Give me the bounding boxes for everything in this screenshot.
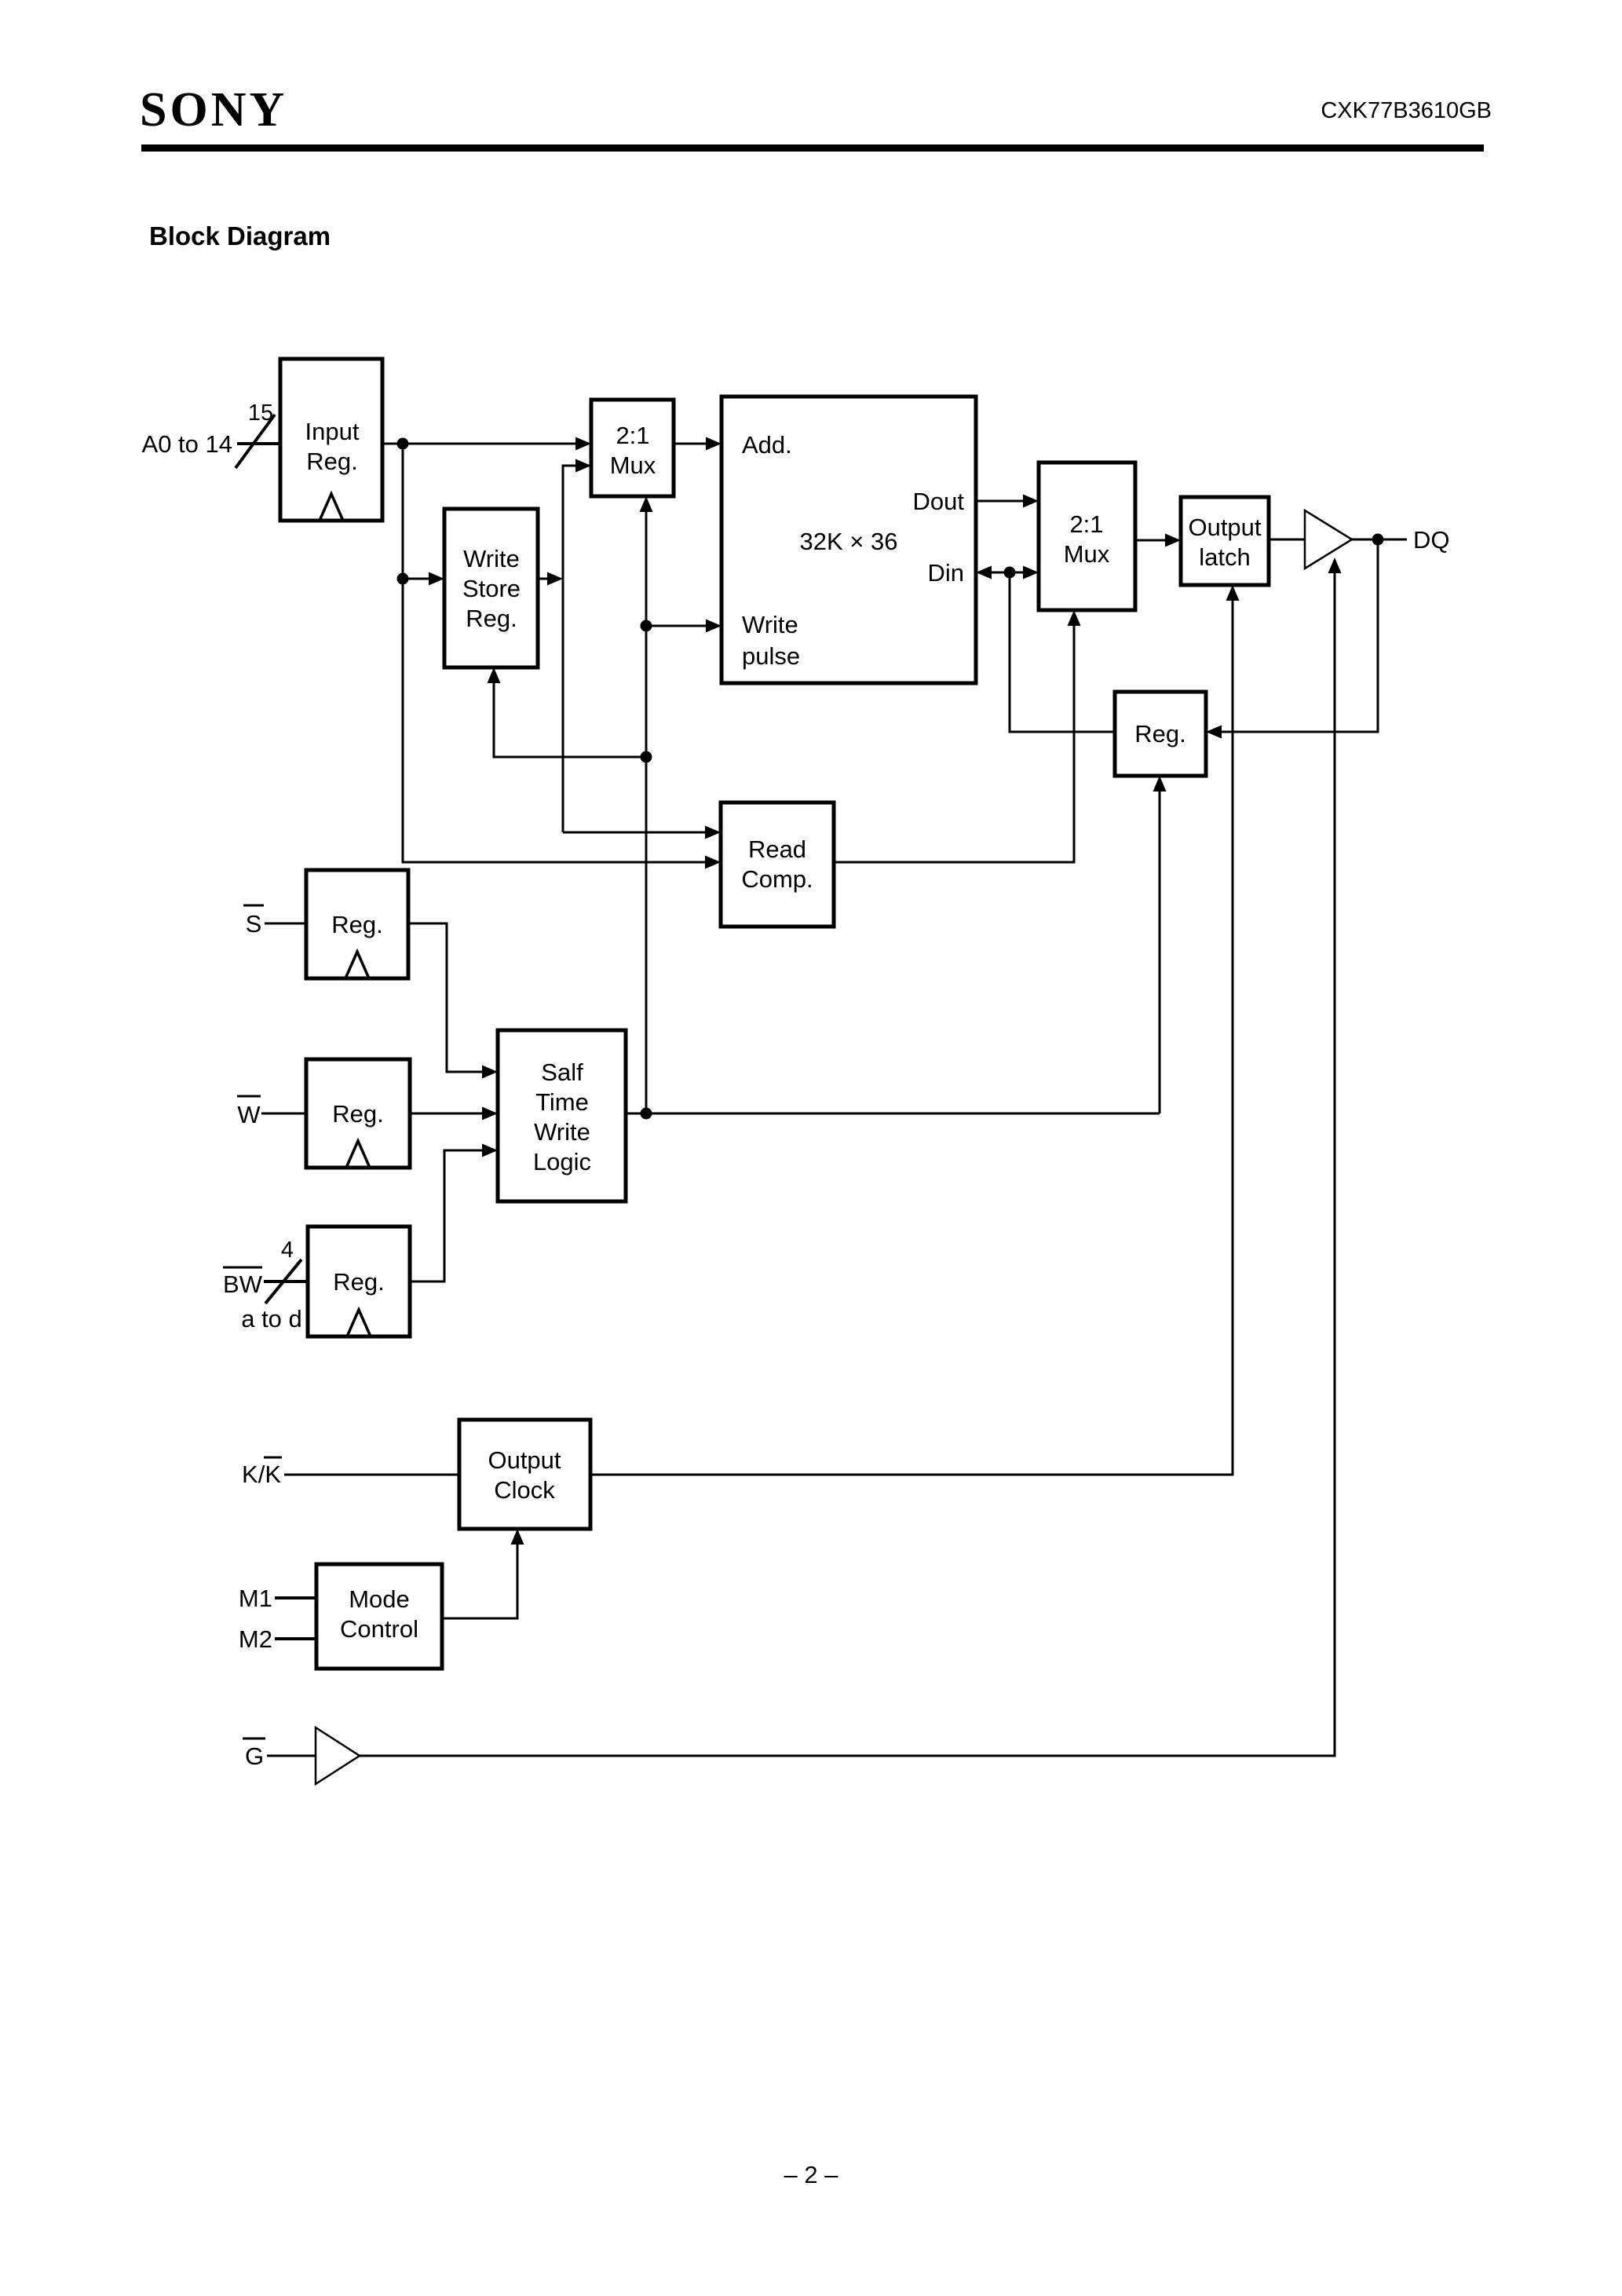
block-label: Output	[488, 1446, 561, 1474]
block-label: Output	[1188, 514, 1261, 541]
clock-wedge-icon	[344, 948, 371, 979]
block-label: Clock	[494, 1476, 555, 1504]
block-label: Comp.	[741, 865, 813, 893]
block-bw-reg: Reg.	[305, 1224, 412, 1339]
pin-m1: M1	[239, 1585, 272, 1612]
block-label: Reg.	[466, 605, 517, 632]
page-title: Block Diagram	[149, 221, 331, 250]
page-footer: – 2 –	[784, 2161, 839, 2188]
block-w-reg: Reg.	[304, 1057, 412, 1170]
block-reg-feedback: Reg.	[1112, 689, 1208, 778]
block-label: Reg.	[331, 911, 382, 938]
block-label: Mux	[1064, 540, 1110, 568]
pin-g: G	[245, 1742, 264, 1770]
block-label: Write	[463, 545, 520, 572]
block-input-reg: Input Reg.	[278, 356, 385, 523]
block-label: Reg.	[333, 1268, 384, 1296]
wire-readcomp-to-mux	[834, 626, 1076, 864]
pin-labels: A0 to 14 15 S W BW 4 a to d K/K M1 M2 G …	[142, 400, 1450, 1770]
header-rule	[141, 144, 1484, 152]
clock-wedge-icon	[345, 1137, 371, 1168]
bus-slash-address	[234, 413, 276, 470]
memory-capacity: 32K × 36	[800, 528, 898, 555]
diagram-wires	[234, 413, 1407, 1757]
block-label: Time	[535, 1088, 589, 1116]
block-label: Mux	[610, 452, 656, 479]
block-self-time-write-logic: Salf Time Write Logic	[495, 1028, 628, 1204]
part-number: CXK77B3610GB	[1321, 98, 1492, 123]
port-din: Din	[927, 559, 964, 587]
block-label: latch	[1199, 543, 1250, 571]
block-label: Input	[305, 418, 360, 445]
port-add: Add.	[742, 431, 792, 459]
port-write-pulse: pulse	[742, 642, 800, 670]
bus-width-bw: 4	[281, 1238, 294, 1263]
block-label: Reg.	[306, 448, 357, 475]
block-s-reg: Reg.	[304, 868, 411, 981]
block-label: Reg.	[1134, 720, 1185, 748]
clock-wedge-icon	[345, 1306, 372, 1337]
block-mux-data: 2:1 Mux	[1036, 460, 1138, 612]
block-label: Read	[748, 835, 806, 863]
bus-slash-bw	[264, 1258, 303, 1305]
wire-modectrl-to-outputclock	[442, 1545, 519, 1620]
block-label: Salf	[541, 1058, 583, 1086]
clock-wedge-icon	[318, 490, 345, 521]
junction-dots	[396, 437, 1384, 1120]
pin-clock: K/K	[242, 1461, 281, 1488]
port-dout: Dout	[913, 488, 965, 515]
block-label: Logic	[533, 1148, 591, 1175]
output-buffer	[1303, 508, 1354, 571]
block-mode-control: Mode Control	[314, 1562, 444, 1671]
port-write-pulse: Write	[742, 611, 798, 638]
pin-dq: DQ	[1413, 526, 1450, 554]
g-buffer-icon	[314, 1725, 362, 1786]
wire-bwreg-to-stwl	[410, 1149, 482, 1283]
block-label: Write	[534, 1118, 590, 1146]
wire-dq-feedback	[1222, 539, 1379, 733]
block-label: Mode	[349, 1585, 410, 1613]
wire-writestore-clock	[492, 683, 646, 759]
block-mux-addr: 2:1 Mux	[589, 397, 676, 499]
sony-logo: SONY	[140, 83, 287, 137]
page-header: SONY CXK77B3610GB Block Diagram	[140, 83, 1492, 250]
bus-width-address: 15	[248, 400, 273, 426]
pin-bw: BW	[223, 1270, 263, 1298]
g-input-buffer	[314, 1725, 362, 1786]
pin-address: A0 to 14	[142, 430, 232, 458]
block-read-comp: Read Comp.	[718, 800, 836, 929]
block-label: Store	[462, 575, 521, 602]
block-write-store-reg: Write Store Reg.	[442, 506, 540, 670]
arrowheads	[429, 437, 1342, 1545]
page-number: – 2 –	[784, 2161, 839, 2188]
block-label: 2:1	[1069, 510, 1103, 538]
output-buffer-icon	[1303, 508, 1354, 571]
wire-writestore-to-mux	[561, 464, 575, 832]
wire-g-enable	[360, 573, 1336, 1757]
wire-outputclock-to-latch	[590, 601, 1234, 1476]
block-output-latch: Output latch	[1178, 495, 1271, 587]
wire-sreg-to-stwl	[408, 922, 482, 1073]
block-label: Reg.	[332, 1100, 383, 1128]
pin-w: W	[237, 1101, 261, 1128]
block-output-clock: Output Clock	[457, 1417, 593, 1531]
pin-s: S	[246, 910, 262, 938]
block-label: Control	[340, 1615, 418, 1643]
pin-bw-range: a to d	[241, 1305, 302, 1333]
block-label: 2:1	[616, 422, 649, 449]
wire-reg-to-din	[1008, 572, 1115, 733]
pin-m2: M2	[239, 1625, 272, 1653]
block-memory-array: Add. Dout 32K × 36 Din Write pulse	[719, 394, 978, 686]
